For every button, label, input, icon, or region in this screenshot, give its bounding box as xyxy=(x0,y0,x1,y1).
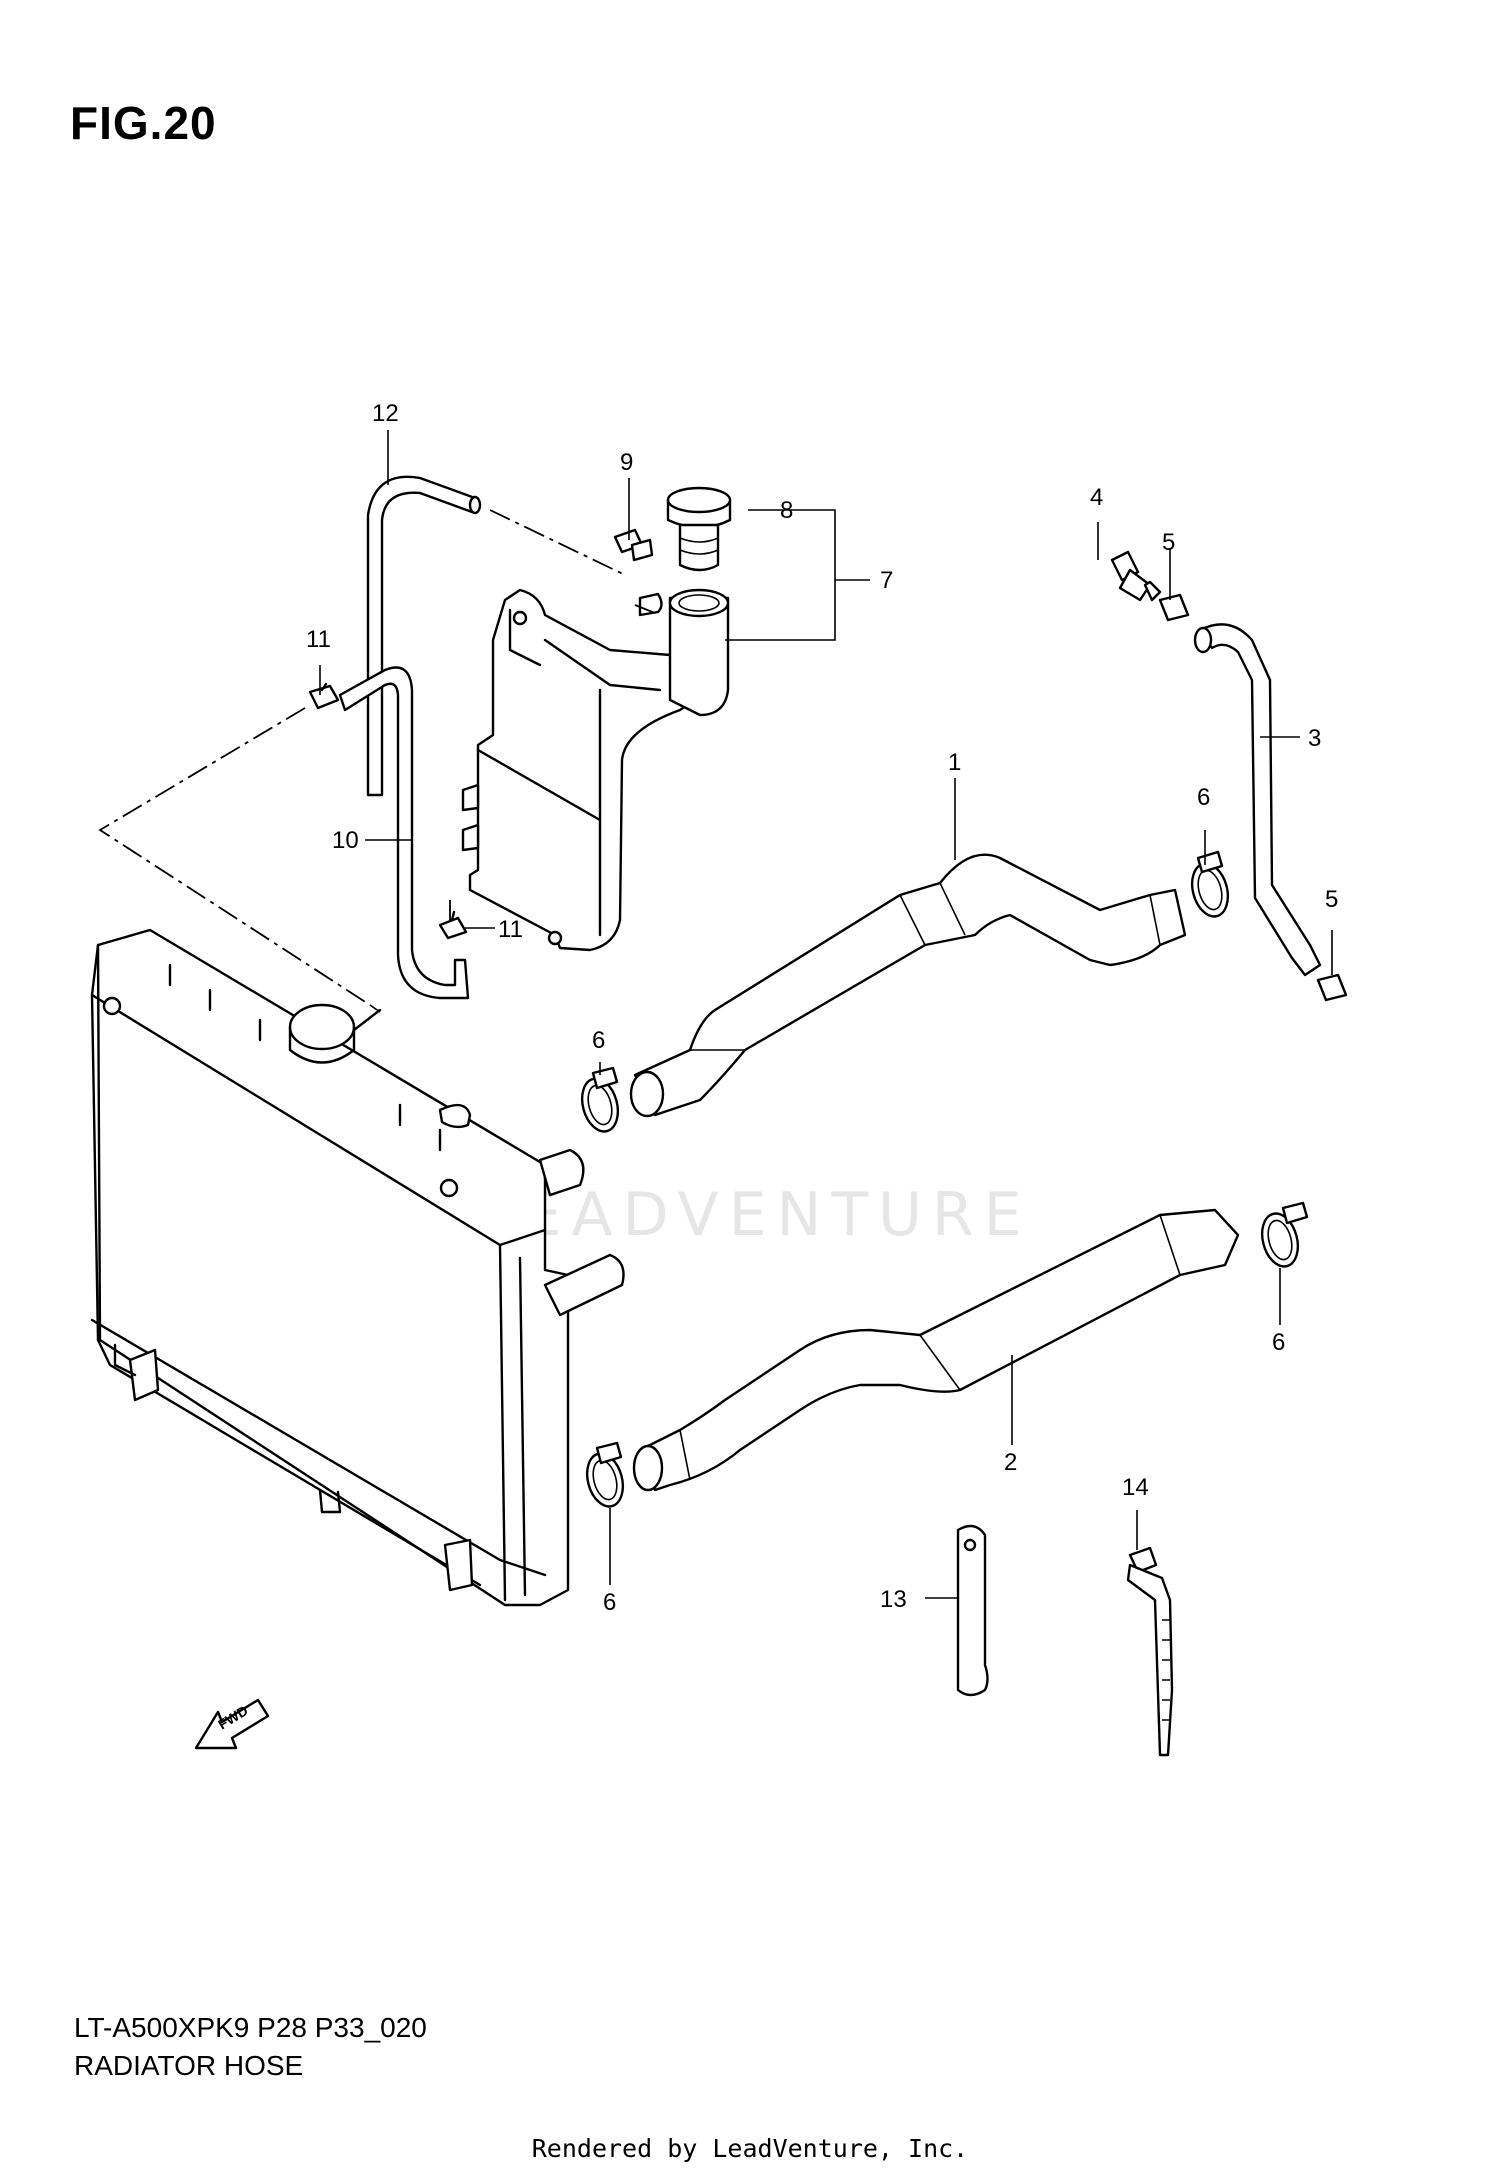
hose-12 xyxy=(366,475,482,797)
cable-tie-14 xyxy=(1126,1546,1174,1757)
callout-10: 10 xyxy=(332,827,359,854)
reservoir-tank xyxy=(461,588,730,952)
clamp-6-lower-left xyxy=(585,1441,625,1508)
clamp-6-upper-left xyxy=(580,1066,620,1133)
watermark-text: LEADVENTURE xyxy=(480,1180,1032,1250)
screw xyxy=(613,528,654,562)
assembly-lines xyxy=(98,509,661,1013)
hose-10 xyxy=(338,666,470,1000)
clamp-5-upper xyxy=(1158,593,1190,622)
callout-12: 12 xyxy=(372,400,399,427)
hose-3 xyxy=(1193,623,1322,977)
callout-6-upper-right: 6 xyxy=(1197,784,1210,811)
model-code: LT-A500XPK9 P28 P33_020 xyxy=(74,2012,427,2043)
callout-11-lower: 11 xyxy=(498,916,523,943)
callout-5-lower: 5 xyxy=(1325,886,1338,913)
callout-7: 7 xyxy=(880,567,893,594)
section-title: RADIATOR HOSE xyxy=(74,2050,304,2081)
leader-lines xyxy=(319,430,1333,1599)
clamp-6-lower-right xyxy=(1260,1201,1309,1268)
callout-4: 4 xyxy=(1090,484,1103,511)
callout-14: 14 xyxy=(1122,1474,1149,1501)
callout-11-upper: 11 xyxy=(306,626,331,653)
clamp-11-upper xyxy=(308,682,340,710)
hose-2 xyxy=(632,1208,1240,1492)
fitting-4 xyxy=(1110,550,1162,602)
callout-3: 3 xyxy=(1308,725,1321,752)
clamp-11-lower xyxy=(438,910,468,940)
callout-5-upper: 5 xyxy=(1162,529,1175,556)
callout-2: 2 xyxy=(1004,1449,1017,1476)
hose-1 xyxy=(629,853,1187,1118)
callout-13: 13 xyxy=(880,1586,907,1613)
render-credit: Rendered by LeadVenture, Inc. xyxy=(531,2134,969,2163)
reservoir-cap xyxy=(666,486,732,572)
figure-title: FIG.20 xyxy=(70,97,217,149)
clamp-5-lower xyxy=(1316,973,1348,1002)
callout-8: 8 xyxy=(780,497,793,524)
radiator xyxy=(90,928,625,1607)
callout-labels: 12 9 8 7 11 10 11 4 5 3 1 6 5 6 6 2 14 1… xyxy=(306,400,1338,1616)
fwd-arrow: FWD xyxy=(194,1698,270,1750)
callout-6-lower-left: 6 xyxy=(603,1589,616,1616)
callout-6-upper-left: 6 xyxy=(592,1027,605,1054)
holder-13 xyxy=(956,1524,989,1697)
clamp-6-upper-right xyxy=(1190,850,1230,918)
callout-6-lower-right: 6 xyxy=(1272,1329,1285,1356)
callout-1: 1 xyxy=(948,749,961,776)
callout-9: 9 xyxy=(620,449,633,476)
